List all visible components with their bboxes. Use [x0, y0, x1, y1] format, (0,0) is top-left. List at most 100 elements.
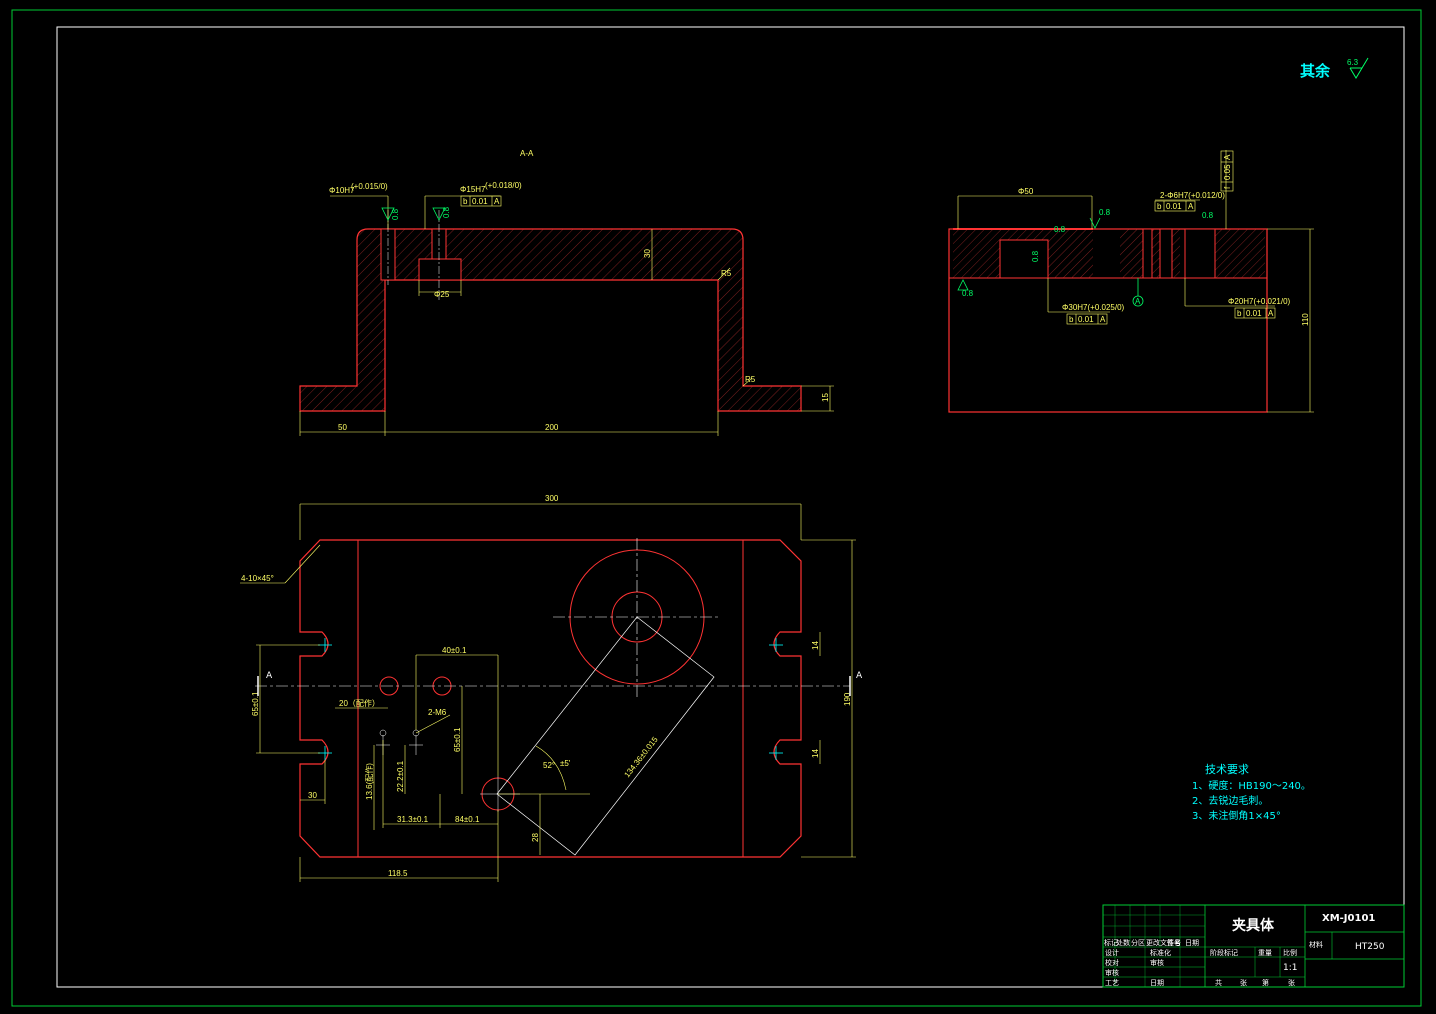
svg-text:第: 第 — [1262, 978, 1269, 987]
dim-14-b: 14 — [811, 749, 820, 758]
roughness-label: 其余 — [1300, 62, 1331, 80]
svg-text:A: A — [494, 197, 500, 206]
general-roughness-note: 其余 6.3 — [1300, 57, 1369, 80]
dim-r5-b: R5 — [745, 375, 756, 384]
dim-84: 84±0.1 — [455, 815, 480, 824]
dim-30: 30 — [643, 249, 652, 258]
tech-req-2: 2、去锐边毛刺。 — [1192, 794, 1268, 807]
side-view: Φ50 110 2-Φ6H7(+0.012/0) Φ30H7(+0.025/0)… — [948, 150, 1314, 413]
svg-text:校对: 校对 — [1105, 958, 1119, 967]
section-view: 50 200 30 15 R5 R5 Φ25 Φ10H7 (+0.015/0) … — [299, 181, 834, 436]
svg-text:标记: 标记 — [1104, 938, 1118, 947]
svg-text:设计: 设计 — [1105, 948, 1119, 957]
dim-14-a: 14 — [811, 641, 820, 650]
dim-phi25: Φ25 — [434, 290, 450, 299]
dim-22-2: 22.2±0.1 — [396, 760, 405, 792]
svg-text:0.8: 0.8 — [962, 289, 974, 298]
svg-text:b: b — [463, 197, 468, 206]
dim-65-left: 65±0.1 — [251, 691, 260, 716]
svg-text:b: b — [1157, 202, 1162, 211]
scale: 1:1 — [1283, 963, 1297, 973]
dim-200: 200 — [545, 423, 559, 432]
tech-req-1: 1、硬度：HB190～240。 — [1192, 779, 1311, 792]
roughness-value: 6.3 — [1347, 58, 1359, 67]
svg-text:A: A — [1268, 309, 1274, 318]
svg-text:0.01: 0.01 — [1166, 202, 1182, 211]
svg-text:(+0.015/0): (+0.015/0) — [351, 182, 388, 191]
tech-requirements: 技术要求 1、硬度：HB190～240。 2、去锐边毛刺。 3、未注倒角1×45… — [1192, 763, 1311, 822]
svg-text:0.01: 0.01 — [472, 197, 488, 206]
section-mark-left: A — [266, 671, 273, 681]
svg-text:分区: 分区 — [1131, 938, 1145, 947]
svg-text:更改文件号: 更改文件号 — [1146, 938, 1181, 947]
svg-text:标准化: 标准化 — [1150, 948, 1171, 957]
material-label: 材料 — [1309, 940, 1323, 949]
dim-phi50: Φ50 — [1018, 187, 1034, 196]
svg-text:审核: 审核 — [1150, 958, 1164, 967]
drawing-number: XM-J0101 — [1322, 913, 1375, 924]
svg-text:0.8: 0.8 — [1031, 250, 1040, 262]
plan-outline — [299, 539, 802, 858]
dim-134-36: 134.36±0.015 — [622, 735, 660, 779]
hole-callout-phi10: Φ10H7 — [329, 186, 355, 195]
dim-31-3: 31.3±0.1 — [397, 815, 429, 824]
plan-view: 300 190 14 14 30 118.5 40±0.1 65±0.1 20（… — [240, 494, 863, 882]
dim-15: 15 — [821, 393, 830, 402]
part-name: 夹具体 — [1232, 917, 1275, 934]
outer-border — [11, 9, 1422, 1007]
material: HT250 — [1355, 942, 1385, 952]
dim-190: 190 — [843, 692, 852, 706]
rough-b: 0.8 — [442, 206, 451, 218]
callout-phi20: Φ20H7(+0.021/0) — [1228, 297, 1291, 306]
svg-text:审核: 审核 — [1105, 968, 1119, 977]
dim-52deg: 52° — [543, 761, 555, 770]
svg-text:处数: 处数 — [1116, 938, 1130, 947]
svg-text:0.8: 0.8 — [1202, 211, 1214, 220]
dim-30-plan: 30 — [308, 791, 317, 800]
svg-text:工艺: 工艺 — [1105, 979, 1119, 987]
tech-req-title: 技术要求 — [1205, 763, 1249, 776]
callout-phi30: Φ30H7(+0.025/0) — [1062, 303, 1125, 312]
svg-text:重量: 重量 — [1258, 949, 1272, 957]
svg-text:签名: 签名 — [1167, 938, 1181, 947]
dim-50: 50 — [338, 423, 347, 432]
svg-text:0.05: 0.05 — [1223, 164, 1232, 180]
svg-text:(+0.018/0): (+0.018/0) — [485, 181, 522, 190]
dim-110: 110 — [1301, 313, 1310, 326]
section-mark-right: A — [856, 671, 863, 681]
svg-text:f: f — [1223, 186, 1232, 189]
svg-text:0.8: 0.8 — [1054, 225, 1066, 234]
section-body — [299, 228, 802, 412]
svg-text:张: 张 — [1240, 978, 1247, 987]
dim-tol-5min: ±5' — [560, 759, 571, 768]
datum-a: A — [1135, 297, 1141, 306]
svg-text:日期: 日期 — [1185, 939, 1199, 947]
dim-28: 28 — [531, 833, 540, 842]
hole-callout-phi15: Φ15H7 — [460, 185, 486, 194]
callout-2-phi6: 2-Φ6H7(+0.012/0) — [1160, 191, 1225, 200]
svg-text:A: A — [1188, 202, 1194, 211]
inner-border — [56, 26, 1405, 988]
dim-r5-a: R5 — [721, 269, 732, 278]
dim-13-6: 13.6(配作) — [364, 763, 374, 800]
svg-text:日期: 日期 — [1150, 979, 1164, 987]
svg-text:A: A — [1100, 315, 1106, 324]
svg-text:比例: 比例 — [1283, 948, 1297, 957]
svg-text:A: A — [1223, 154, 1232, 160]
svg-text:张: 张 — [1288, 978, 1295, 987]
svg-text:0.01: 0.01 — [1246, 309, 1262, 318]
svg-text:b: b — [1237, 309, 1242, 318]
dim-40: 40±0.1 — [442, 646, 467, 655]
dim-300: 300 — [545, 494, 559, 503]
svg-text:共: 共 — [1215, 978, 1222, 987]
svg-text:0.01: 0.01 — [1078, 315, 1094, 324]
gdt-frame: b 0.01 A — [460, 195, 502, 207]
svg-text:阶段标记: 阶段标记 — [1210, 948, 1238, 957]
section-label: A-A — [520, 149, 534, 158]
dim-2-m6: 2-M6 — [428, 708, 447, 717]
rough-a: 0.8 — [391, 208, 400, 220]
roughness-symbol — [1349, 57, 1369, 79]
tech-req-3: 3、未注倒角1×45° — [1192, 809, 1281, 822]
chamfer-note: 4-10×45° — [241, 574, 274, 583]
